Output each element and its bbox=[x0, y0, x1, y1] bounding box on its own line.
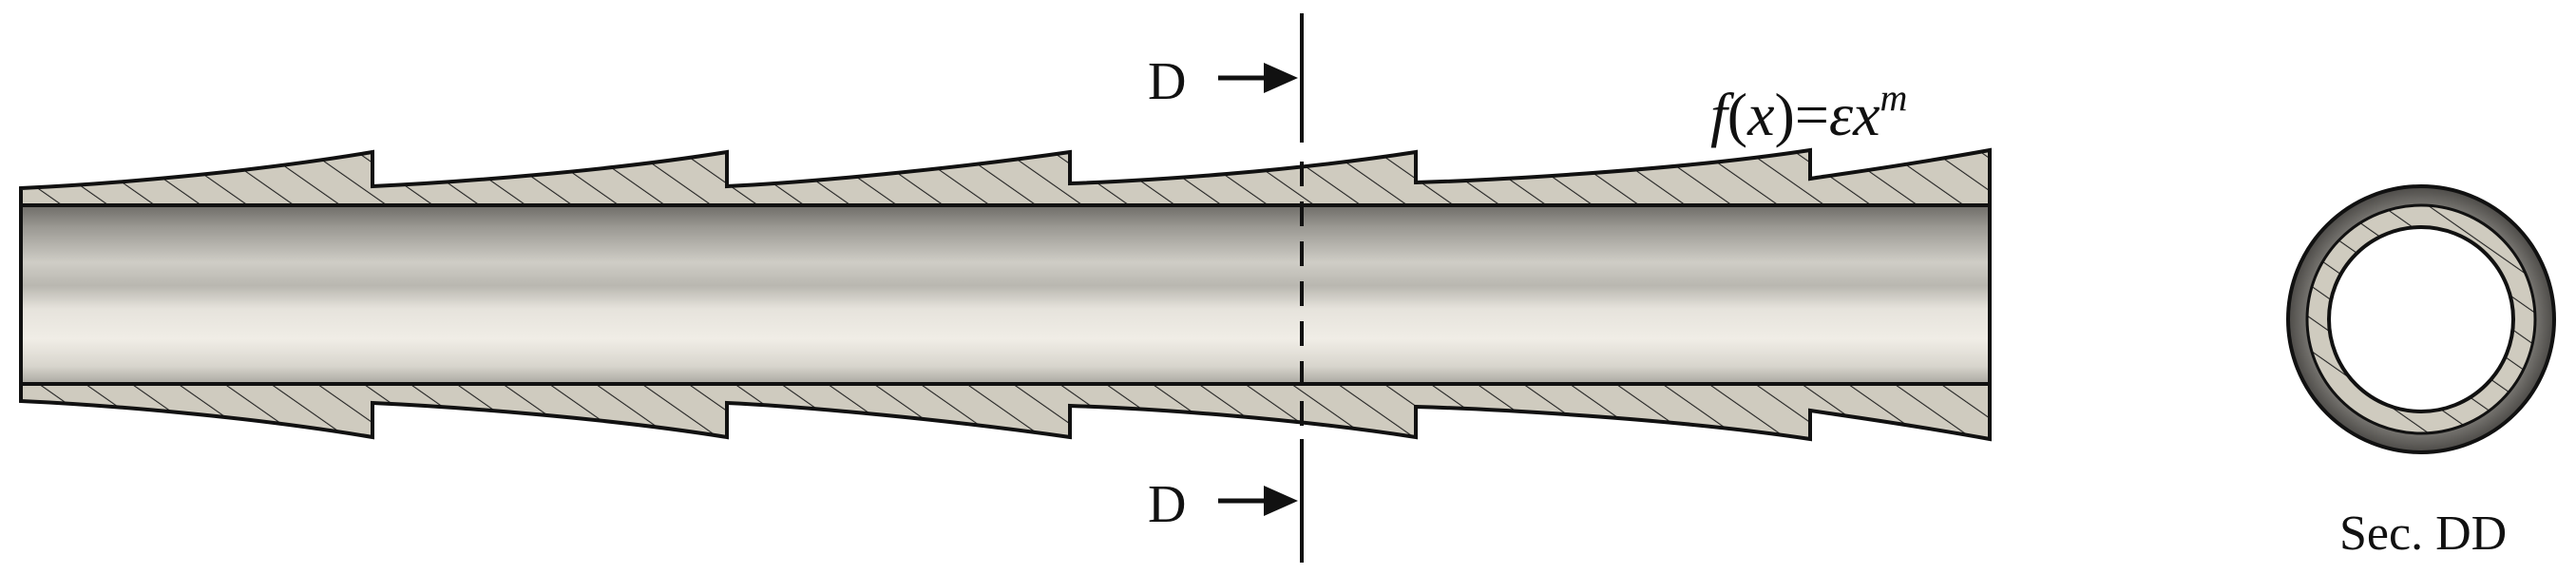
section-arrow-bottom bbox=[1218, 486, 1298, 516]
section-marker-bottom: D bbox=[1148, 475, 1186, 534]
lower-wall-section bbox=[19, 382, 1992, 442]
section-marker-top: D bbox=[1148, 52, 1186, 111]
tube-bore bbox=[19, 203, 1992, 386]
profile-formula: f(x)=εxm bbox=[1710, 76, 1907, 148]
upper-wall-section bbox=[19, 147, 1992, 207]
section-label: Sec. DD bbox=[2339, 507, 2507, 561]
section-arrow-top bbox=[1218, 63, 1298, 93]
cross-section-dd bbox=[2286, 184, 2556, 454]
